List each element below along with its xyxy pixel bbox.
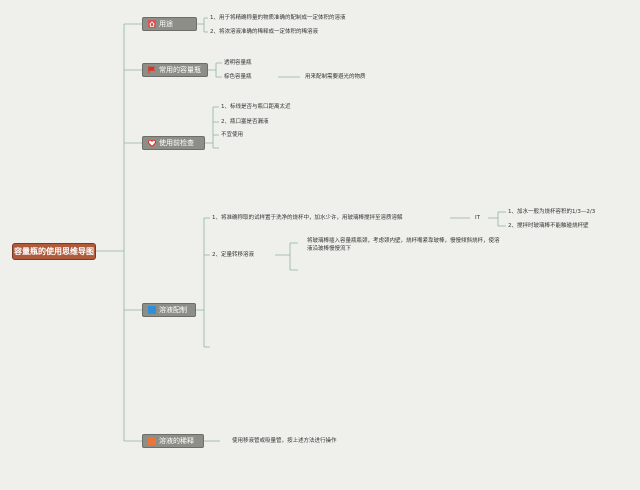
root-label: 容量瓶的使用思维导图	[14, 247, 94, 256]
branch-dilution[interactable]: 溶液的稀释	[142, 434, 204, 448]
flask-item-2: 棕色容量瓶	[224, 74, 252, 80]
home-icon	[148, 20, 156, 28]
root-node[interactable]: 容量瓶的使用思维导图	[12, 243, 96, 260]
heart-icon	[148, 139, 156, 147]
branch-label: 常用的容量瓶	[159, 66, 201, 74]
flask-note: 用来配制需要避光的物质	[305, 74, 366, 80]
check-item-2: 2、瓶口塞是否漏液	[221, 119, 269, 125]
branch-purpose[interactable]: 用途	[142, 17, 197, 31]
prep-subitem-2: 2、搅拌时玻璃棒不能触碰烧杯壁	[508, 223, 589, 229]
prep-connector: IT	[475, 215, 480, 221]
transfer-line-1: 将玻璃棒插入容量瓶瓶颈，考虑颈内壁，烧杯嘴紧靠玻棒，慢慢倾斜烧杯，使溶	[307, 238, 500, 244]
branch-label: 溶液配制	[159, 306, 187, 314]
branch-label: 使用前检查	[159, 139, 194, 147]
branch-solution-prep[interactable]: 溶液配制	[142, 303, 196, 317]
purpose-item-2: 2、将浓溶液准确的稀释成一定体积的稀溶液	[210, 29, 319, 35]
square-icon	[148, 306, 156, 314]
branch-label: 溶液的稀释	[159, 437, 194, 445]
transfer-line-2: 液沿玻棒慢慢流下	[307, 246, 352, 252]
prep-item-1: 1、将准确称取的试样置于洗净的烧杯中，加水少许，用玻璃棒搅拌至溶质溶解	[212, 215, 403, 221]
flask-item-1: 透明容量瓶	[224, 60, 252, 66]
dilution-item: 使用移液管或吸量管，按上述方法进行操作	[232, 438, 337, 444]
branch-label: 用途	[159, 20, 173, 28]
purpose-item-1: 1、用于将精确称量的物质准确的配制成一定体积的溶液	[210, 15, 346, 21]
square-icon	[148, 437, 156, 445]
branch-common-flasks[interactable]: 常用的容量瓶	[142, 63, 208, 77]
check-item-3: 不宜使用	[221, 132, 244, 138]
branch-pre-use-check[interactable]: 使用前检查	[142, 136, 205, 150]
check-item-1: 1、标线是否与瓶口距离太近	[221, 104, 291, 110]
flag-icon	[148, 66, 156, 74]
prep-item-2: 2、定量转移溶液	[212, 252, 254, 258]
prep-subitem-1: 1、加水一般为烧杯容积的1/3—2/3	[508, 209, 596, 215]
